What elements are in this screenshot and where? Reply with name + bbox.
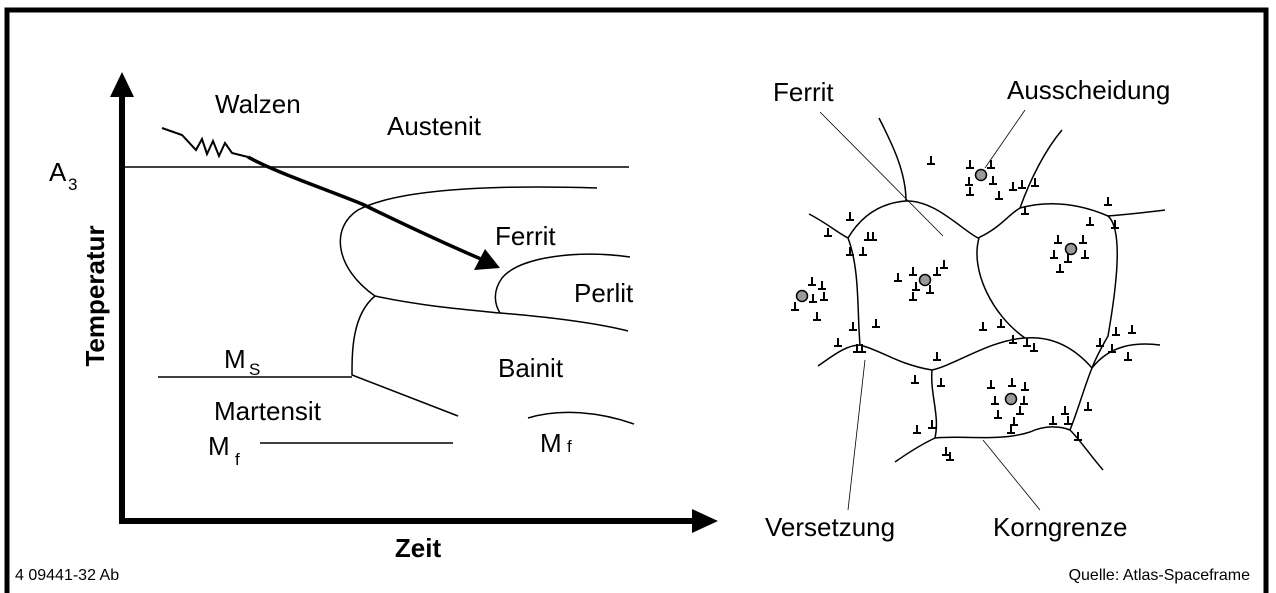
cooling-path-arrowhead [474,249,500,270]
bainit-label: Bainit [498,353,564,383]
mf-right-curve [527,411,635,425]
precipitate [1004,392,1018,406]
a3-label: A [49,157,67,187]
ms-label: M [224,344,246,374]
mf-right-subscript: f [567,437,572,456]
korngrenze-leader-line [982,439,1041,511]
precipitate [974,168,988,182]
ausscheidung-label: Ausscheidung [1007,75,1170,105]
ms-subscript: S [249,360,260,379]
mf-label: M [208,431,230,461]
ferrite-start-curve [339,186,629,332]
mf-right-label: M [540,428,562,458]
mf-subscript: f [235,450,240,469]
cooling-path-arrow [247,155,489,264]
ferrit-region-label: Ferrit [495,221,556,251]
precipitate [795,289,809,303]
precipitates [795,168,1078,406]
austenit-label: Austenit [387,111,482,141]
ferrit-leader-line [819,111,944,237]
a3-subscript: 3 [68,175,77,194]
versetzung-leader-line [847,359,866,511]
ttt-diagram: Temperatur Zeit A 3 Walzen Austenit Ferr… [49,72,718,563]
ausscheidung-leader-line [984,109,1026,169]
rolling-zigzag [161,127,249,159]
pearlite-curve [494,253,631,314]
ferrit-label: Ferrit [773,77,834,107]
figure-border [4,7,1269,593]
korngrenze-label: Korngrenze [993,512,1127,542]
bainite-curve [351,295,459,417]
precipitate [1064,242,1078,256]
precipitate [918,273,932,287]
source-credit: Quelle: Atlas-Spaceframe [1069,567,1251,584]
grain-boundaries [808,117,1166,471]
figure-code: 4 09441-32 Ab [15,567,119,584]
x-axis-label: Zeit [395,533,442,563]
walzen-label: Walzen [215,89,301,119]
y-axis-arrowhead [110,72,134,97]
perlit-label: Perlit [574,278,634,308]
martensit-label: Martensit [214,396,322,426]
y-axis-label: Temperatur [80,225,110,366]
versetzung-label: Versetzung [765,512,895,542]
microstructure-diagram: Ferrit Ausscheidung Versetzung Korngrenz… [765,75,1170,542]
x-axis-arrowhead [692,509,718,533]
dislocations [791,156,1136,461]
